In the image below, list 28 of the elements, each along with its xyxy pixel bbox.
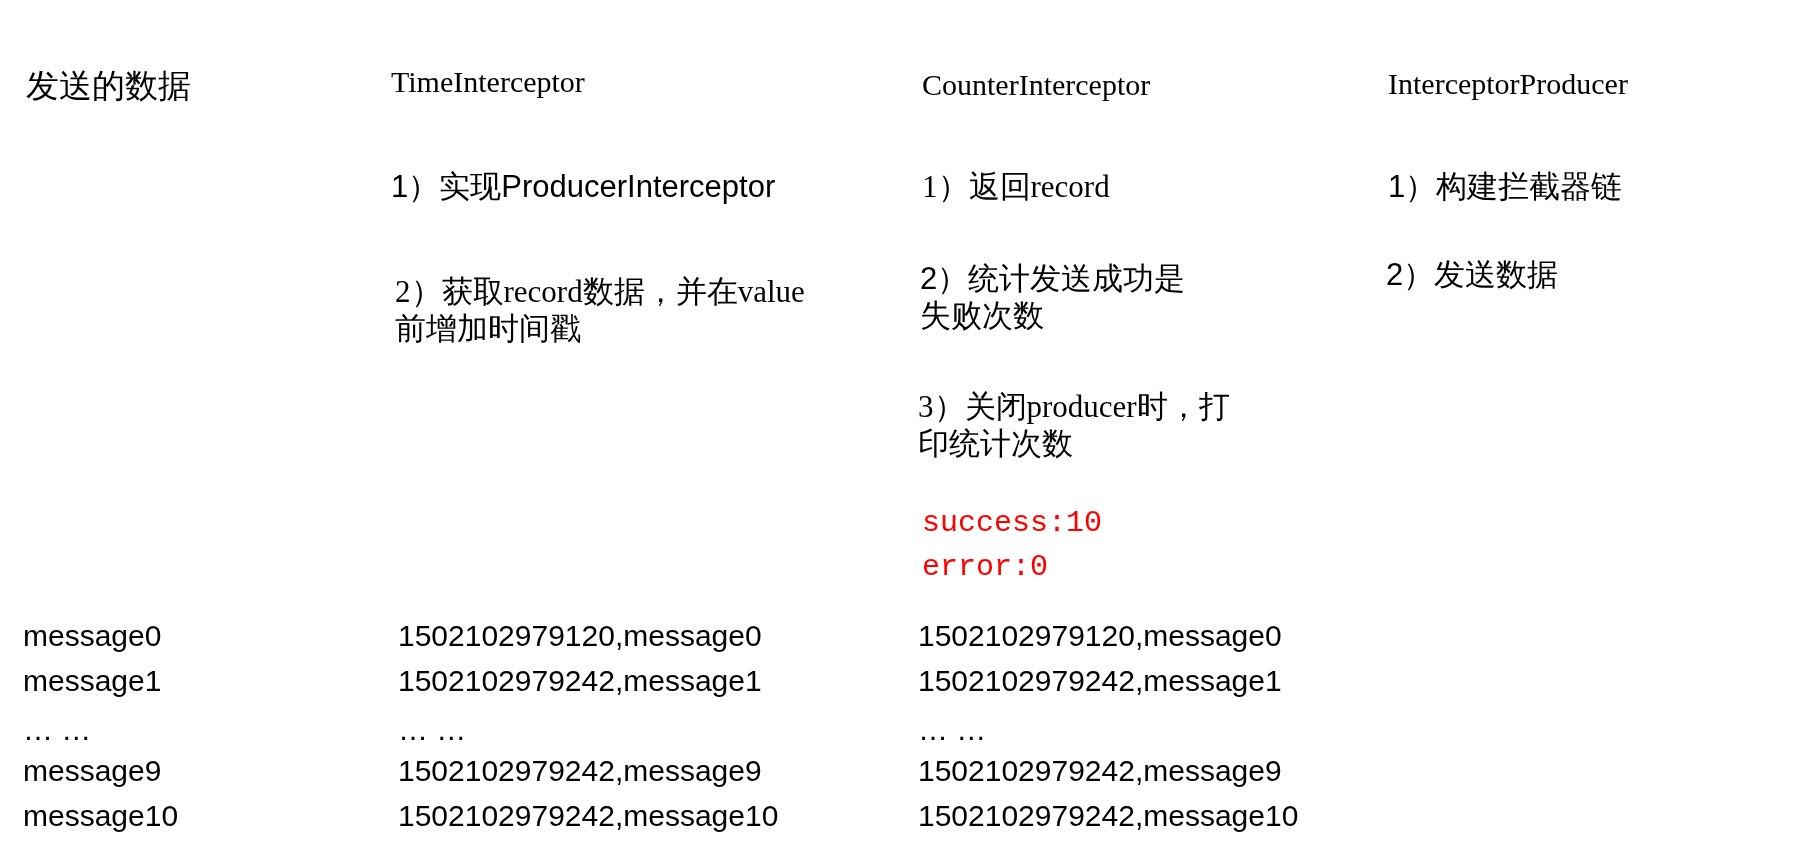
message-text: message10 — [23, 798, 179, 834]
message-text: 1502102979242,message9 — [398, 753, 762, 789]
step-text: 1）构建拦截器链 — [1388, 168, 1623, 206]
column-header: CounterInterceptor — [922, 67, 1151, 103]
message-text: 1502102979242,message10 — [398, 798, 779, 834]
output-text: error:0 — [922, 549, 1049, 585]
message-text: 1502102979120,message0 — [918, 618, 1282, 654]
column-header: InterceptorProducer — [1388, 66, 1628, 102]
step-text: 2）统计发送成功是失败次数 — [920, 260, 1187, 335]
step-text: 2）获取record数据，并在value前增加时间戳 — [395, 273, 806, 348]
step-text: 2）发送数据 — [1386, 256, 1559, 294]
message-text: … … — [23, 712, 92, 748]
message-text: 1502102979242,message9 — [918, 753, 1282, 789]
message-text: message0 — [23, 618, 162, 654]
step-text: 1）返回record — [922, 168, 1110, 206]
column-header: TimeInterceptor — [391, 64, 585, 100]
message-text: 1502102979242,message10 — [918, 798, 1299, 834]
message-text: … … — [918, 712, 987, 748]
message-text: message1 — [23, 663, 162, 699]
message-text: 1502102979242,message1 — [398, 663, 762, 699]
output-text: success:10 — [922, 505, 1103, 541]
message-text: … … — [398, 712, 467, 748]
column-header: 发送的数据 — [26, 66, 191, 106]
step-text: 1）实现ProducerInterceptor — [391, 168, 776, 206]
message-text: message9 — [23, 753, 162, 789]
message-text: 1502102979120,message0 — [398, 618, 762, 654]
message-text: 1502102979242,message1 — [918, 663, 1282, 699]
step-text: 3）关闭producer时，打印统计次数 — [918, 388, 1231, 463]
